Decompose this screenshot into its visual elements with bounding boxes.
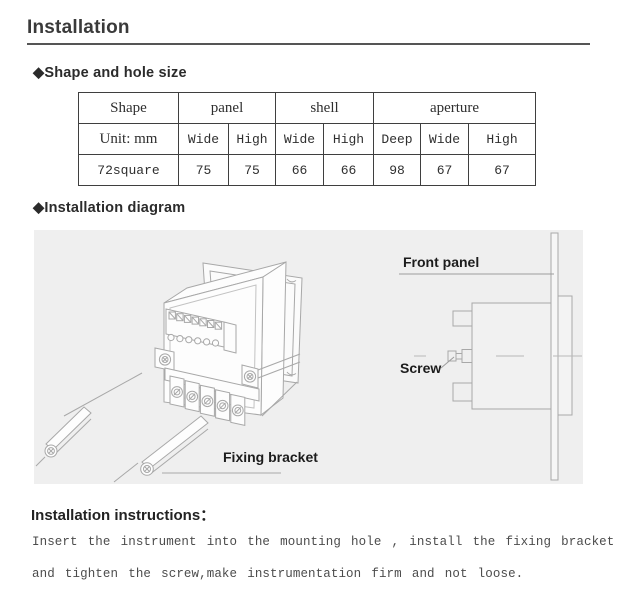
- installation-diagram: Front panel Screw Fixing bracket: [34, 230, 583, 484]
- instructions-line-1: Insert the instrument into the mounting …: [32, 535, 615, 549]
- page-title: Installation: [27, 17, 130, 38]
- table-cell-panel-high: High: [227, 123, 277, 155]
- table-cell-shell: shell: [275, 92, 375, 124]
- fixing-bracket-1: [35, 372, 143, 467]
- table-cell-shell-wide: Wide: [275, 123, 325, 155]
- table-data-row: 72square 75 75 66 66 98 67 67: [78, 154, 537, 186]
- table-cell-aperture: aperture: [373, 92, 537, 124]
- table-cell-shell-high: High: [323, 123, 375, 155]
- table-cell-model: 72square: [78, 154, 179, 186]
- side-rail-top: [257, 353, 301, 371]
- table-value-5: 67: [420, 154, 470, 186]
- table-value-3: 66: [323, 154, 375, 186]
- bracket-tab-bottom: [452, 382, 473, 402]
- connector-screws-row: [167, 333, 220, 347]
- fixing-bracket-label: Fixing bracket: [223, 449, 318, 465]
- section-heading-shape-and-hole-size: ◆Shape and hole size: [33, 65, 187, 81]
- front-panel-label: Front panel: [403, 254, 479, 270]
- screw-side: [447, 349, 473, 363]
- instructions-line-2: and tighten the screw,make instrumentati…: [32, 567, 524, 581]
- table-cell-panel-wide: Wide: [178, 123, 229, 155]
- case-bottom-edge: [261, 381, 298, 417]
- isometric-instrument: [35, 261, 303, 483]
- screw-leader-line: [440, 356, 455, 369]
- table-cell-aperture-wide: Wide: [420, 123, 470, 155]
- table-value-6: 67: [468, 154, 537, 186]
- screw-label: Screw: [400, 360, 441, 376]
- table-value-1: 75: [227, 154, 277, 186]
- table-cell-unit: Unit: mm: [78, 123, 179, 155]
- terminal-blocks: [169, 375, 246, 427]
- connector-holes: [168, 311, 223, 330]
- title-underline: [27, 43, 590, 45]
- side-rail-bottom: [257, 361, 301, 379]
- frame-notch-bottom: [286, 371, 297, 376]
- shape-hole-size-table: Shape panel shell aperture Unit: mm Wide…: [78, 92, 537, 186]
- table-cell-panel: panel: [177, 92, 277, 124]
- instructions-heading: Installation instructions：: [31, 507, 216, 524]
- frame-notch-top: [286, 278, 297, 283]
- installation-diagram-drawing: Front panel Screw Fixing bracket: [35, 232, 582, 483]
- unit-right-face: [260, 261, 287, 417]
- table-value-4: 98: [373, 154, 422, 186]
- fixing-bracket-2: [113, 415, 209, 483]
- table-value-0: 75: [178, 154, 229, 186]
- table-header-row: Shape panel shell aperture: [78, 92, 537, 124]
- bracket-tab-top: [452, 310, 473, 327]
- section-heading-installation-diagram: ◆Installation diagram: [33, 200, 186, 216]
- table-subheader-row: Unit: mm Wide High Wide High Deep Wide H…: [78, 123, 537, 155]
- table-cell-shape: Shape: [78, 92, 179, 124]
- terminal-strip-rail: [164, 367, 260, 402]
- connector-side-plate: [223, 321, 237, 354]
- table-cell-aperture-deep: Deep: [373, 123, 422, 155]
- table-value-2: 66: [275, 154, 325, 186]
- table-cell-aperture-high: High: [468, 123, 537, 155]
- side-view: [399, 232, 582, 481]
